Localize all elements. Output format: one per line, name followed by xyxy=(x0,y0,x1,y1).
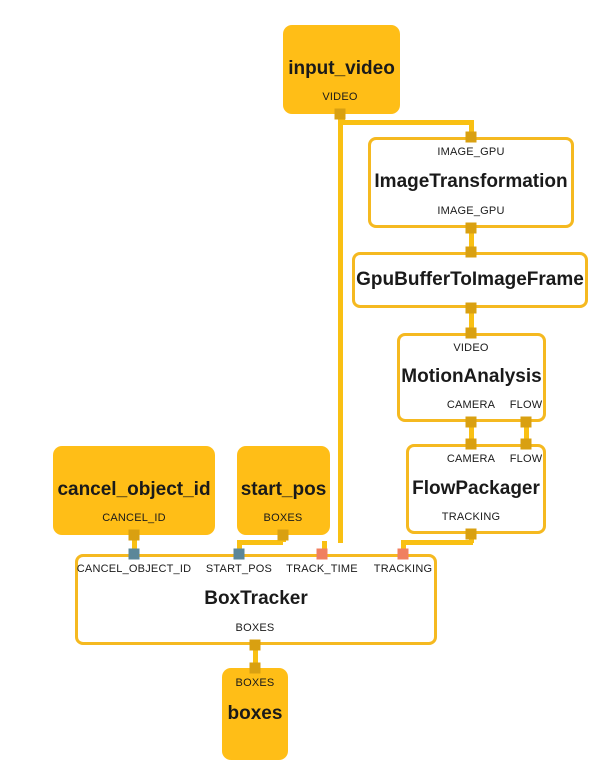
output-port-marker[interactable] xyxy=(520,416,532,428)
input-port-label: CANCEL_OBJECT_ID xyxy=(76,563,192,575)
edge-segment xyxy=(253,642,258,672)
input-port-marker[interactable] xyxy=(128,548,140,560)
output-port-label: CANCEL_ID xyxy=(102,512,166,524)
input-port-marker[interactable] xyxy=(465,246,477,258)
edge-segment xyxy=(401,540,473,545)
node-title: start_pos xyxy=(240,479,327,501)
input-port-label: CAMERA xyxy=(446,453,496,465)
edge-segment xyxy=(524,419,529,448)
input-port-label: TRACK_TIME xyxy=(286,563,358,575)
input-port-label: FLOW xyxy=(509,453,543,465)
node-boxes[interactable]: boxes xyxy=(222,668,288,760)
node-start_pos[interactable]: start_pos xyxy=(237,446,330,535)
input-port-label: TRACKING xyxy=(373,563,433,575)
output-port-label: BOXES xyxy=(263,512,303,524)
output-port-marker[interactable] xyxy=(465,416,477,428)
input-port-marker[interactable] xyxy=(465,327,477,339)
input-port-label: BOXES xyxy=(235,677,275,689)
node-GpuBufferToImageFrame[interactable]: GpuBufferToImageFrame xyxy=(352,252,588,308)
input-port-label: VIDEO xyxy=(453,342,489,354)
input-port-marker[interactable] xyxy=(465,131,477,143)
node-title: input_video xyxy=(288,58,395,80)
input-port-marker[interactable] xyxy=(249,662,261,674)
node-input_video[interactable]: input_video xyxy=(283,25,400,114)
output-port-marker[interactable] xyxy=(334,108,346,120)
node-title: MotionAnalysis xyxy=(401,366,542,388)
node-title: GpuBufferToImageFrame xyxy=(356,268,584,290)
edge-segment xyxy=(340,120,474,125)
input-port-marker[interactable] xyxy=(520,438,532,450)
output-port-label: VIDEO xyxy=(322,91,358,103)
output-port-marker[interactable] xyxy=(277,529,289,541)
output-port-label: FLOW xyxy=(509,399,543,411)
edge-segment xyxy=(469,120,474,140)
input-port-label: START_POS xyxy=(205,563,273,575)
output-port-label: CAMERA xyxy=(446,399,496,411)
node-cancel_object_id[interactable]: cancel_object_id xyxy=(53,446,215,535)
input-port-marker[interactable] xyxy=(465,438,477,450)
edge-segment xyxy=(237,540,283,545)
input-port-marker[interactable] xyxy=(233,548,245,560)
input-port-marker[interactable] xyxy=(397,548,409,560)
edge-segment xyxy=(469,419,474,448)
node-BoxTracker[interactable]: BoxTracker xyxy=(75,554,437,645)
edge-segment xyxy=(469,225,474,257)
output-port-marker[interactable] xyxy=(465,302,477,314)
edge-segment xyxy=(132,532,137,557)
output-port-label: BOXES xyxy=(235,622,275,634)
input-port-marker[interactable] xyxy=(316,548,328,560)
output-port-marker[interactable] xyxy=(249,639,261,651)
node-title: FlowPackager xyxy=(412,477,540,499)
node-title: ImageTransformation xyxy=(374,171,568,193)
output-port-label: TRACKING xyxy=(441,511,501,523)
output-port-marker[interactable] xyxy=(465,222,477,234)
node-title: BoxTracker xyxy=(204,588,308,610)
node-title: boxes xyxy=(227,702,283,724)
node-FlowPackager[interactable]: FlowPackager xyxy=(406,444,546,534)
node-title: cancel_object_id xyxy=(57,479,211,501)
input-port-label: IMAGE_GPU xyxy=(437,146,505,158)
edge-segment xyxy=(338,113,343,543)
output-port-label: IMAGE_GPU xyxy=(437,205,505,217)
output-port-marker[interactable] xyxy=(128,529,140,541)
output-port-marker[interactable] xyxy=(465,528,477,540)
edge-segment xyxy=(469,305,474,338)
